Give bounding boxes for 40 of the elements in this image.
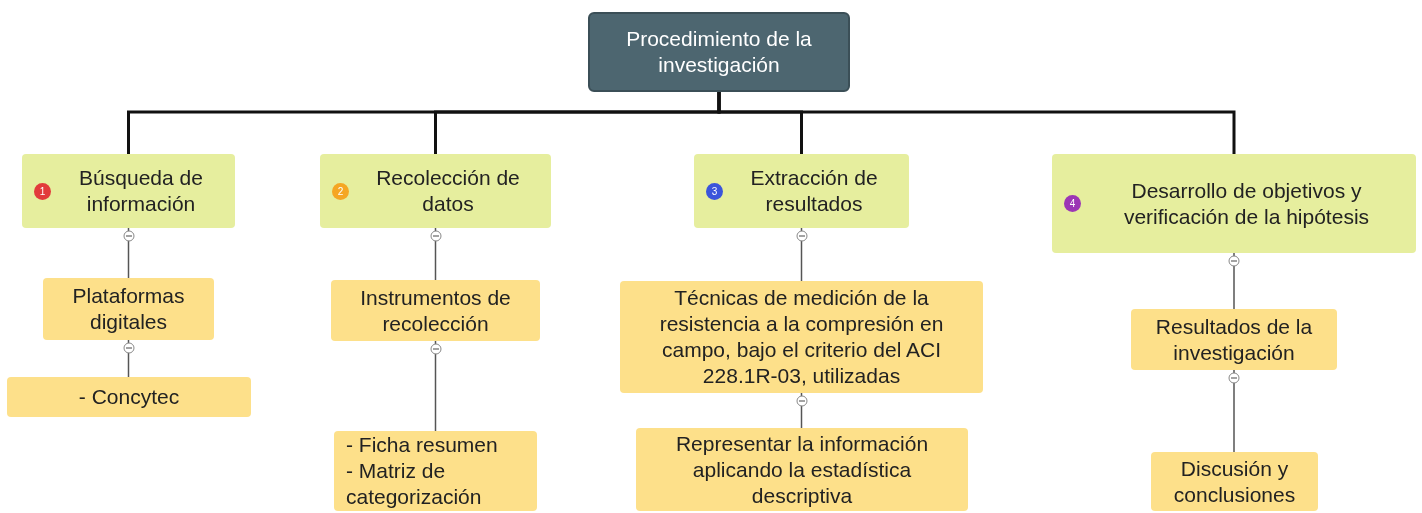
- topic-text: Extracción de resultados: [749, 165, 879, 217]
- topic-text: Resultados de la investigación: [1154, 313, 1314, 366]
- subtopic-box: [43, 278, 214, 340]
- topic-text: Discusión y conclusiones: [1172, 455, 1297, 508]
- connector-line: [1233, 252, 1235, 310]
- subtopic-box: [331, 280, 540, 341]
- connector-line: [127, 339, 130, 378]
- topic-text: Recolección de datos: [375, 165, 521, 217]
- root-topic-box: [588, 12, 850, 92]
- main-topic-box: [320, 154, 551, 228]
- topic-text: Búsqueda de información: [78, 165, 204, 217]
- connector-line: [434, 227, 437, 281]
- topic-text: Desarrollo de objetivos y verificación de la hipótesis: [1122, 177, 1371, 230]
- list-item: - Ficha resumen: [346, 432, 499, 458]
- topic-text: Técnicas de medición de la resistencia a la compresión en campo, bajo el criterio del ACI 228.1R-03, utilizadas: [658, 285, 945, 389]
- connector-line: [434, 340, 437, 432]
- main-topic-box: [694, 154, 909, 228]
- topic-text: Plataformas digitales: [71, 283, 186, 335]
- connector-line: [717, 92, 1236, 154]
- number-badge: 3: [706, 182, 723, 200]
- main-topic-box: [22, 154, 235, 228]
- main-topic-box: [1052, 154, 1416, 253]
- topic-text: Instrumentos de recolección: [359, 284, 512, 337]
- number-badge: 4: [1064, 195, 1081, 212]
- subtopic-box: [334, 431, 537, 511]
- connector-line: [800, 392, 803, 429]
- subtopic-box: [1131, 309, 1337, 370]
- list-item: - Matriz de categorización: [346, 458, 483, 510]
- subtopic-box: [620, 281, 983, 393]
- connector-line: [127, 227, 130, 279]
- connector-line: [1233, 369, 1235, 453]
- subtopic-box: [1151, 452, 1318, 511]
- subtopic-box: [7, 377, 251, 417]
- number-badge: 2: [332, 182, 349, 200]
- list-item: - Concytec: [78, 384, 180, 410]
- subtopic-box: [636, 428, 968, 511]
- topic-text: Procedimiento de la investigación: [625, 26, 813, 78]
- topic-text: Representar la información aplicando la estadística descriptiva: [674, 430, 930, 509]
- number-badge: 1: [34, 182, 51, 200]
- connector-line: [800, 227, 803, 282]
